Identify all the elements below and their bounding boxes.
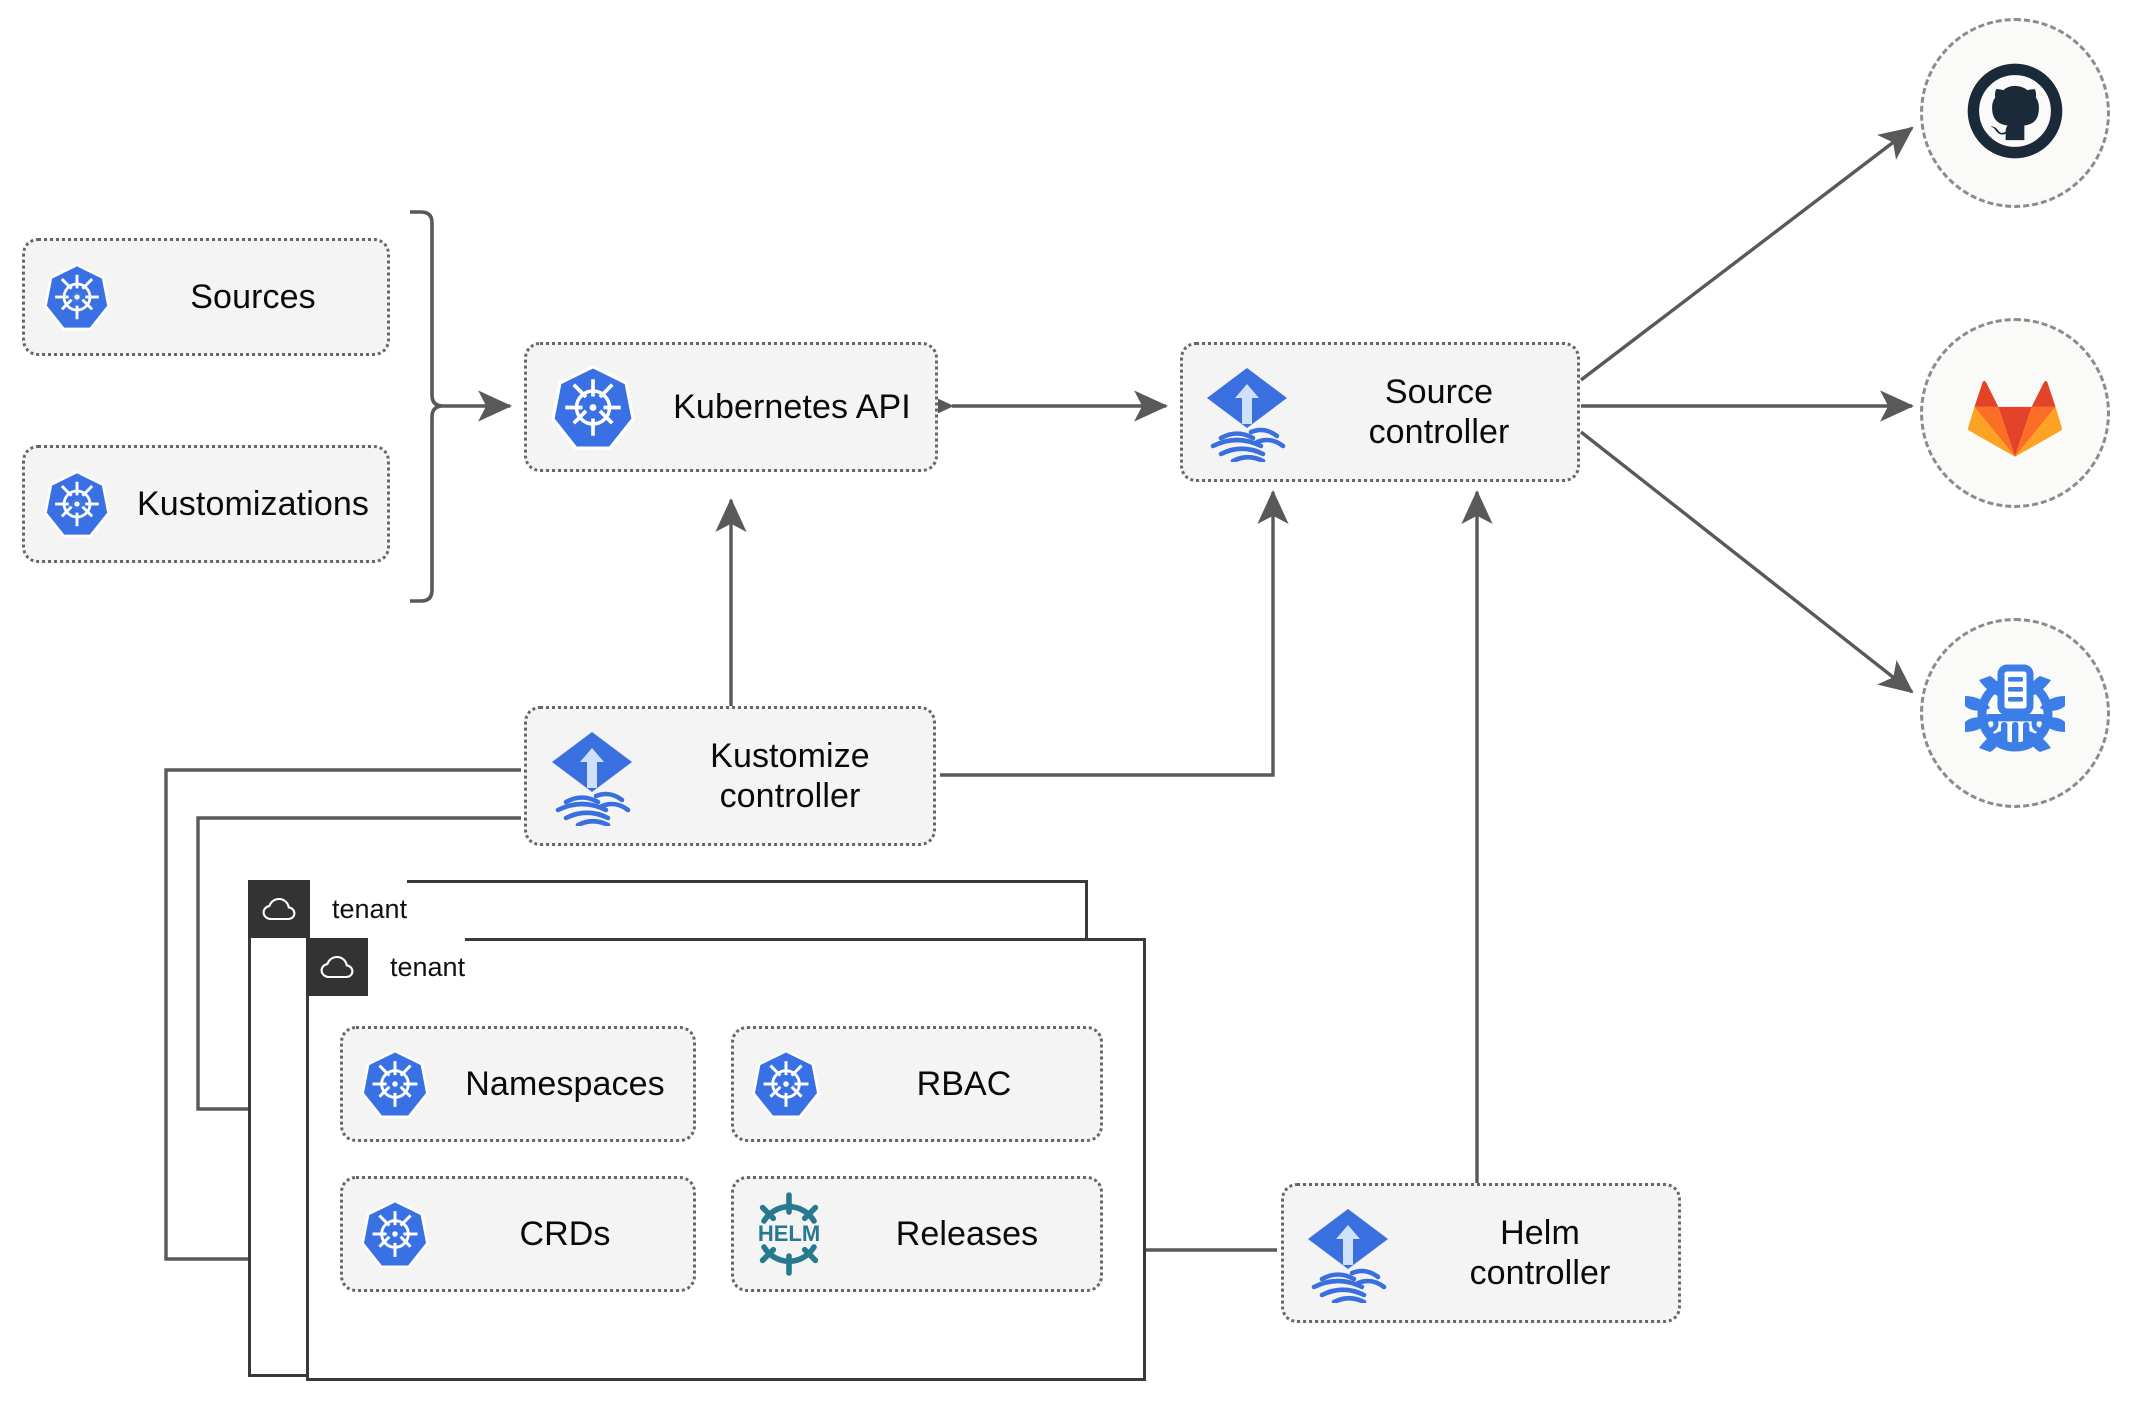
external-source-helm-repository[interactable]	[1920, 618, 2110, 808]
helm-repository-icon	[1957, 656, 2073, 771]
node-source-controller[interactable]: Source controller	[1180, 342, 1580, 482]
tenant-header: tenant	[248, 880, 408, 938]
external-source-github[interactable]	[1920, 18, 2110, 208]
flux-icon	[1284, 1203, 1412, 1303]
tenant-label: tenant	[368, 938, 466, 996]
helm-icon: HELM	[734, 1191, 844, 1277]
node-label: Kustomize controller	[710, 736, 870, 815]
node-releases[interactable]: HELM Releases	[731, 1176, 1103, 1292]
cloud-icon	[306, 938, 368, 996]
node-label: Namespaces	[465, 1064, 665, 1103]
node-sources[interactable]: Sources	[22, 238, 390, 356]
gitlab-icon	[1963, 361, 2067, 466]
external-source-gitlab[interactable]	[1920, 318, 2110, 508]
flux-icon	[1183, 362, 1311, 462]
kubernetes-icon	[527, 363, 659, 452]
node-label: Kubernetes API	[673, 387, 911, 426]
node-kustomizations[interactable]: Kustomizations	[22, 445, 390, 563]
tenant-group-front: tenant	[306, 938, 1146, 1381]
node-label: RBAC	[916, 1064, 1012, 1103]
kubernetes-icon	[343, 1198, 447, 1270]
kubernetes-icon	[25, 469, 129, 539]
node-label: Source controller	[1368, 372, 1510, 451]
node-label: Sources	[190, 277, 316, 316]
cloud-icon	[248, 880, 310, 938]
github-icon	[1963, 59, 2067, 168]
node-label: Releases	[895, 1214, 1039, 1253]
node-label: Helm controller	[1469, 1213, 1611, 1292]
kubernetes-icon	[734, 1048, 838, 1120]
tenant-header: tenant	[306, 938, 466, 996]
flux-icon	[527, 726, 657, 826]
tenant-label: tenant	[310, 880, 408, 938]
svg-text:HELM: HELM	[758, 1221, 820, 1246]
node-kubernetes-api[interactable]: Kubernetes API	[524, 342, 938, 472]
node-helm-controller[interactable]: Helm controller	[1281, 1183, 1681, 1323]
node-namespaces[interactable]: Namespaces	[340, 1026, 696, 1142]
kubernetes-icon	[25, 262, 129, 332]
kubernetes-icon	[343, 1048, 447, 1120]
node-kustomize-controller[interactable]: Kustomize controller	[524, 706, 936, 846]
node-label: Kustomizations	[137, 484, 369, 523]
node-crds[interactable]: CRDs	[340, 1176, 696, 1292]
node-label: CRDs	[519, 1214, 611, 1253]
node-rbac[interactable]: RBAC	[731, 1026, 1103, 1142]
